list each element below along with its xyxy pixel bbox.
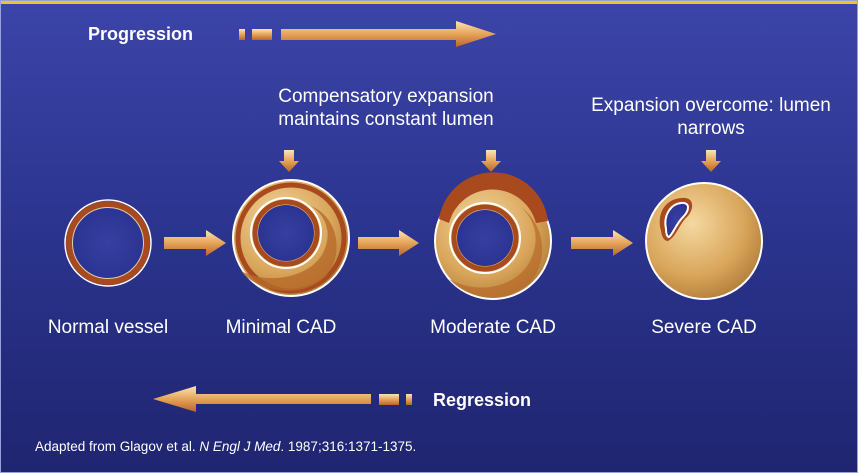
regression-dash-1	[379, 394, 399, 405]
progression-arrow	[239, 21, 496, 47]
citation-prefix: Adapted from Glagov et al.	[35, 439, 196, 454]
stage-arrow-1	[164, 230, 226, 256]
stage-label-moderate: Moderate CAD	[430, 317, 556, 338]
caption-overcome: Expansion overcome: lumen narrows	[591, 95, 831, 139]
progression-dash-2	[252, 29, 272, 40]
top-accent-line	[1, 1, 857, 4]
caption-compensatory: Compensatory expansion maintains constan…	[278, 86, 494, 130]
vessel-severe	[645, 182, 763, 300]
citation-journal: N Engl J Med	[199, 439, 281, 454]
citation: Adapted from Glagov et al. N Engl J Med.…	[35, 439, 416, 454]
vessel-moderate	[434, 172, 552, 300]
stage-arrow-2	[358, 230, 419, 256]
progression-dash-1	[239, 29, 245, 40]
vessel-minimal	[232, 179, 350, 297]
stage-label-severe: Severe CAD	[651, 317, 757, 338]
progression-label: Progression	[88, 24, 194, 44]
regression-label: Regression	[433, 390, 532, 410]
down-arrow-severe	[701, 150, 721, 172]
regression-arrow	[153, 386, 412, 412]
citation-suffix: . 1987;316:1371-1375.	[280, 439, 417, 454]
regression-arrow-shaft	[153, 386, 371, 412]
stage-label-minimal: Minimal CAD	[225, 317, 337, 338]
progression-arrow-shaft	[281, 21, 496, 47]
vessel-normal	[64, 199, 152, 287]
stage-label-normal: Normal vessel	[47, 317, 169, 338]
stage-arrow-3	[571, 230, 633, 256]
down-arrow-minimal	[279, 150, 299, 172]
regression-dash-2	[406, 394, 412, 405]
down-arrow-moderate	[481, 150, 501, 172]
